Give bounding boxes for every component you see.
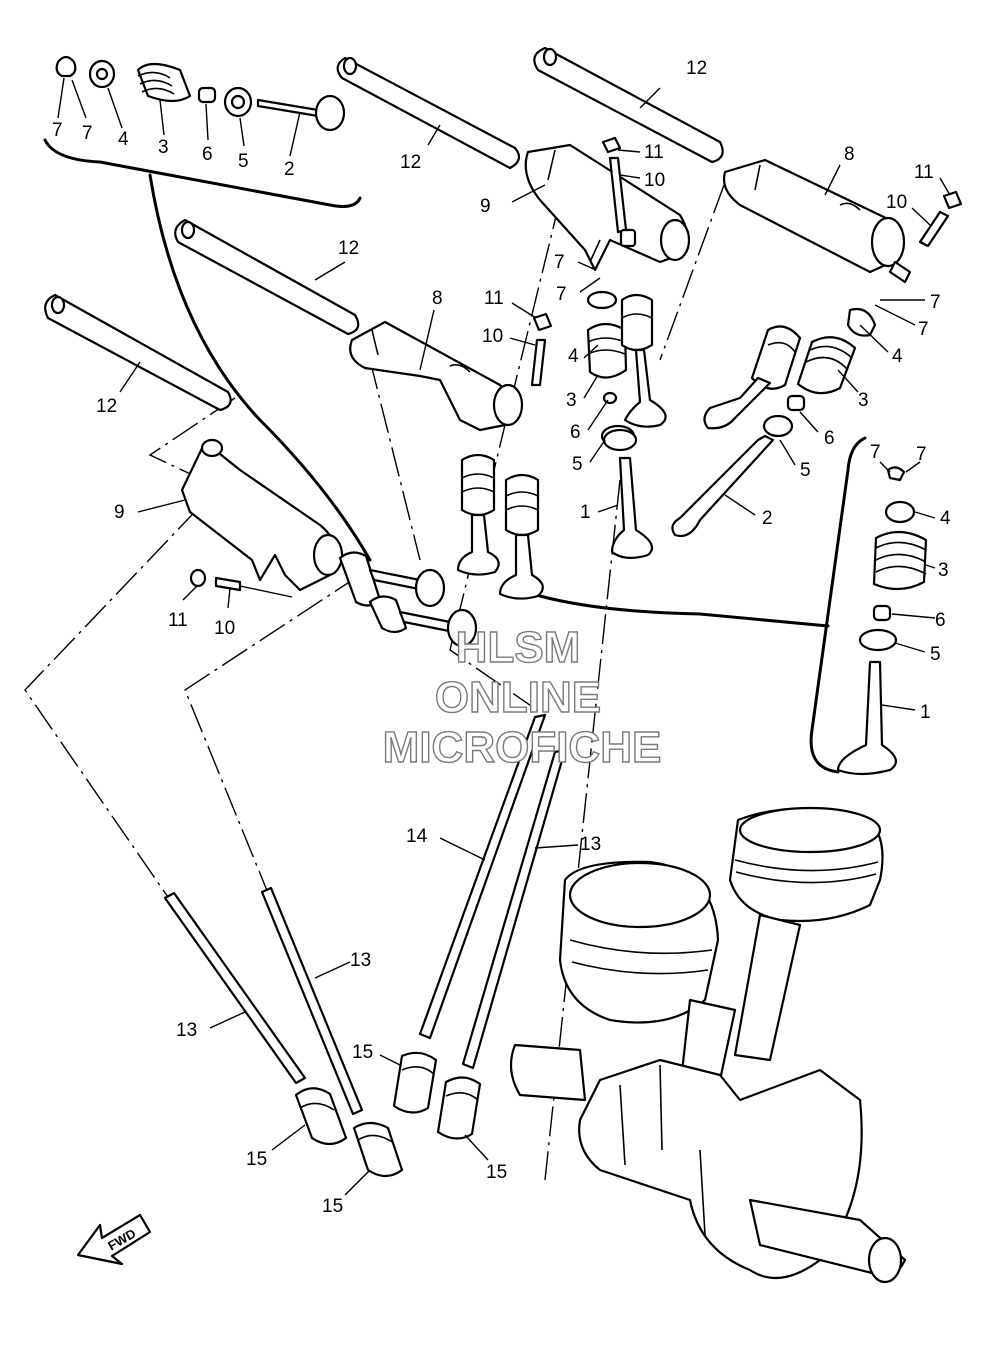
callout-9: 9: [114, 502, 125, 523]
rocker-shaft-mid-a: [174, 218, 360, 336]
rocker-arm-upper-center: [524, 143, 691, 272]
callout-15: 15: [246, 1149, 267, 1170]
fwd-arrow-icon: FWD: [76, 1213, 152, 1266]
watermark-line2: ONLINE: [435, 673, 601, 722]
callout-4: 4: [940, 508, 951, 529]
centerline-left: [24, 474, 231, 901]
callout-7: 7: [556, 284, 567, 305]
callout-15: 15: [352, 1042, 373, 1063]
callout-12: 12: [686, 58, 707, 79]
callout-3: 3: [858, 390, 869, 411]
rocker-shaft-top-a: [336, 56, 521, 170]
crank-piston-assembly: [509, 806, 907, 1284]
adjuster-set-top: [601, 136, 637, 248]
adjuster-set-right: [918, 190, 963, 248]
valve-assy-upper-right: [671, 307, 877, 538]
callout-7: 7: [82, 123, 93, 144]
watermark: HLSM ONLINE MICROFICHE: [382, 622, 662, 772]
callout-5: 5: [930, 644, 941, 665]
callout-6: 6: [935, 610, 946, 631]
callout-4: 4: [892, 346, 903, 367]
callout-7: 7: [52, 120, 63, 141]
callout-4: 4: [118, 129, 129, 150]
valve-assy-center-lower: [602, 428, 654, 559]
centerline-left2: [184, 574, 361, 894]
callout-2: 2: [762, 508, 773, 529]
callout-11: 11: [914, 162, 934, 183]
valve-lifters-middle: [456, 453, 544, 600]
callout-8: 8: [844, 144, 855, 165]
valve-assy-left-horizontal: [338, 551, 478, 648]
callout-10: 10: [214, 618, 235, 639]
callout-11: 11: [644, 142, 664, 163]
rocker-arm-upper-right: [722, 158, 912, 284]
callout-1: 1: [580, 502, 591, 523]
rocker-shaft-left: [44, 293, 232, 412]
centerline-mid2: [659, 184, 725, 361]
callout-13: 13: [580, 834, 601, 855]
callout-6: 6: [824, 428, 835, 449]
rocker-arm-middle: [349, 320, 524, 432]
callout-9: 9: [480, 196, 491, 217]
callout-10: 10: [482, 326, 503, 347]
centerline-valve: [369, 359, 421, 561]
callout-10: 10: [644, 170, 665, 191]
adjuster-set-left: [189, 568, 293, 598]
callout-6: 6: [570, 422, 581, 443]
callout-leaders: [57, 77, 951, 1196]
callout-3: 3: [566, 390, 577, 411]
centerline-mid: [449, 199, 561, 713]
right-group-bracket: [809, 436, 867, 774]
callout-15: 15: [322, 1196, 343, 1217]
callout-3: 3: [938, 560, 949, 581]
callout-13: 13: [176, 1020, 197, 1041]
callout-14: 14: [406, 826, 428, 847]
callout-6: 6: [202, 144, 213, 165]
rocker-shaft-top-b: [533, 46, 724, 164]
top-left-group-leader: [148, 173, 372, 562]
valve-assy-upper-center: [586, 290, 667, 448]
callout-12: 12: [96, 396, 117, 417]
callout-2: 2: [284, 159, 295, 180]
callout-10: 10: [886, 192, 907, 213]
right-group-leader: [538, 594, 830, 628]
callout-7: 7: [554, 252, 565, 273]
push-rods: [163, 713, 567, 1116]
callout-15: 15: [486, 1162, 507, 1183]
callout-11: 11: [168, 610, 188, 631]
lifters: [294, 1051, 482, 1178]
callout-11: 11: [484, 288, 504, 309]
callout-7: 7: [930, 292, 941, 313]
callout-12: 12: [400, 152, 421, 173]
watermark-line1: HLSM: [456, 623, 581, 672]
callout-5: 5: [238, 151, 249, 172]
callout-7: 7: [870, 442, 881, 463]
callout-7: 7: [916, 444, 927, 465]
callout-7: 7: [918, 319, 929, 340]
callout-3: 3: [158, 137, 169, 158]
adjuster-set-middle: [530, 312, 553, 387]
rocker-arm-left: [180, 438, 344, 592]
watermark-line3: MICROFICHE: [383, 723, 662, 772]
callout-13: 13: [350, 950, 371, 971]
callout-numbers: 7 7 4 3 6 5 2 12 12 12 12 11 10 9 8 11 1…: [52, 58, 951, 1217]
callout-5: 5: [572, 454, 583, 475]
valve-assy-right-group: [836, 466, 928, 776]
callout-12: 12: [338, 238, 359, 259]
callout-4: 4: [568, 346, 579, 367]
callout-1: 1: [920, 702, 931, 723]
extra-callouts-right: 6 5: [930, 610, 946, 665]
callout-8: 8: [432, 288, 443, 309]
callout-5: 5: [800, 460, 811, 481]
top-left-group-bracket: [43, 138, 362, 208]
top-left-parts: [55, 55, 346, 132]
